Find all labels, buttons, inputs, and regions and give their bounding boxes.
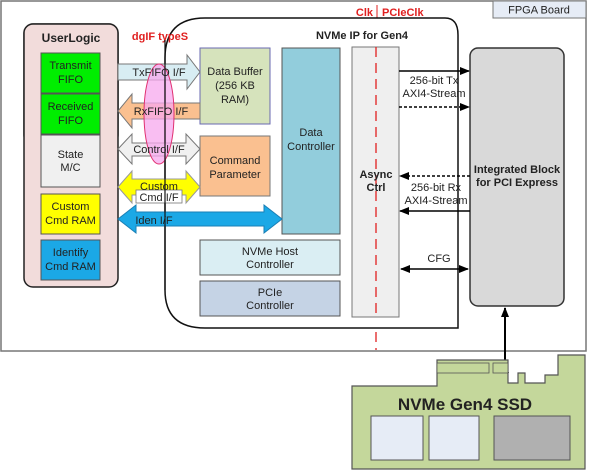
data-buffer-label-1: Data Buffer <box>207 66 263 78</box>
dgif-interface-ellipse <box>143 63 175 165</box>
rx-link-label-2: AXI4-Stream <box>405 195 468 207</box>
pcie-controller-block <box>199 280 341 317</box>
ssd-chip-1 <box>370 415 424 461</box>
custom-cmd-ram-block <box>40 193 101 235</box>
nvme-host-controller-label-1: NVMe Host <box>242 246 298 258</box>
received-fifo-block <box>40 93 101 135</box>
pcieclk-label: PCIeClk <box>382 7 424 19</box>
clk-label: Clk <box>356 7 374 19</box>
pcie-controller-label-2: Controller <box>246 300 294 312</box>
cfg-label: CFG <box>427 253 450 265</box>
transmit-fifo-label-1: Transmit <box>49 60 91 72</box>
tx-link-label-2: AXI4-Stream <box>403 88 466 100</box>
identify-cmd-ram-label-1: Identify <box>53 247 89 259</box>
pcie-integrated-block-label-1: Integrated Block <box>474 164 561 176</box>
custom-cmd-ram-label-2: Cmd RAM <box>45 215 96 227</box>
nvme-ip-title: NVMe IP for Gen4 <box>316 30 409 42</box>
pcie-integrated-block <box>469 47 565 307</box>
user-logic-title: UserLogic <box>42 31 101 45</box>
nvme-ssd-card: NVMe Gen4 SSD <box>351 354 586 470</box>
ssd-connector-pins <box>436 362 509 374</box>
fpga-board-label-box <box>492 0 587 19</box>
pcie-controller-label-1: PCIe <box>258 287 282 299</box>
async-ctrl-label-1: Async <box>359 169 392 181</box>
custom-cmd-label-box <box>135 189 183 204</box>
iden-if-arrow <box>117 203 283 235</box>
nvme-host-controller-block <box>199 239 341 276</box>
received-fifo-label-2: FIFO <box>58 115 83 127</box>
dgif-label: dgIF typeS <box>132 31 188 43</box>
received-fifo-label-1: Received <box>48 101 94 113</box>
state-mc-label-2: M/C <box>60 162 80 174</box>
ssd-label: NVMe Gen4 SSD <box>398 395 532 414</box>
iden-if-label: Iden I/F <box>135 215 173 227</box>
txfifo-if-label: TxFIFO I/F <box>132 67 185 79</box>
tx-link-label-1: 256-bit Tx <box>410 75 459 87</box>
data-controller-block <box>281 47 341 235</box>
transmit-fifo-block <box>40 52 101 94</box>
command-parameter-label-2: Parameter <box>209 169 261 181</box>
fpga-board-label: FPGA Board <box>508 5 570 17</box>
data-buffer-label-2: (256 KB <box>215 80 255 92</box>
command-parameter-block <box>199 135 271 197</box>
user-logic-blocks: Transmit FIFO Received FIFO State M/C Cu… <box>40 52 101 281</box>
data-buffer-label-3: RAM) <box>221 94 249 106</box>
identify-cmd-ram-label-2: Cmd RAM <box>45 261 96 273</box>
data-controller-label-2: Controller <box>287 141 335 153</box>
ssd-chip-2 <box>428 415 480 461</box>
data-controller-label-1: Data <box>299 127 323 139</box>
pcie-integrated-block-label-2: for PCI Express <box>476 177 558 189</box>
state-mc-block <box>40 134 101 188</box>
nvme-host-controller-label-2: Controller <box>246 259 294 271</box>
custom-cmd-if-label-2: Cmd I/F <box>139 192 178 204</box>
ssd-controller-chip <box>493 415 571 461</box>
custom-cmd-if-label-1: Custom <box>140 181 178 193</box>
rx-link-label-1: 256-bit Rx <box>411 182 462 194</box>
control-if-label: Control I/F <box>133 144 185 156</box>
data-buffer-block <box>199 47 271 125</box>
transmit-fifo-label-2: FIFO <box>58 74 83 86</box>
rxfifo-if-label: RxFIFO I/F <box>134 106 189 118</box>
async-ctrl-label-2: Ctrl <box>367 182 386 194</box>
identify-cmd-ram-block <box>40 239 101 281</box>
state-mc-label-1: State <box>58 149 84 161</box>
custom-cmd-ram-label-1: Custom <box>52 201 90 213</box>
command-parameter-label-1: Command <box>210 155 261 167</box>
